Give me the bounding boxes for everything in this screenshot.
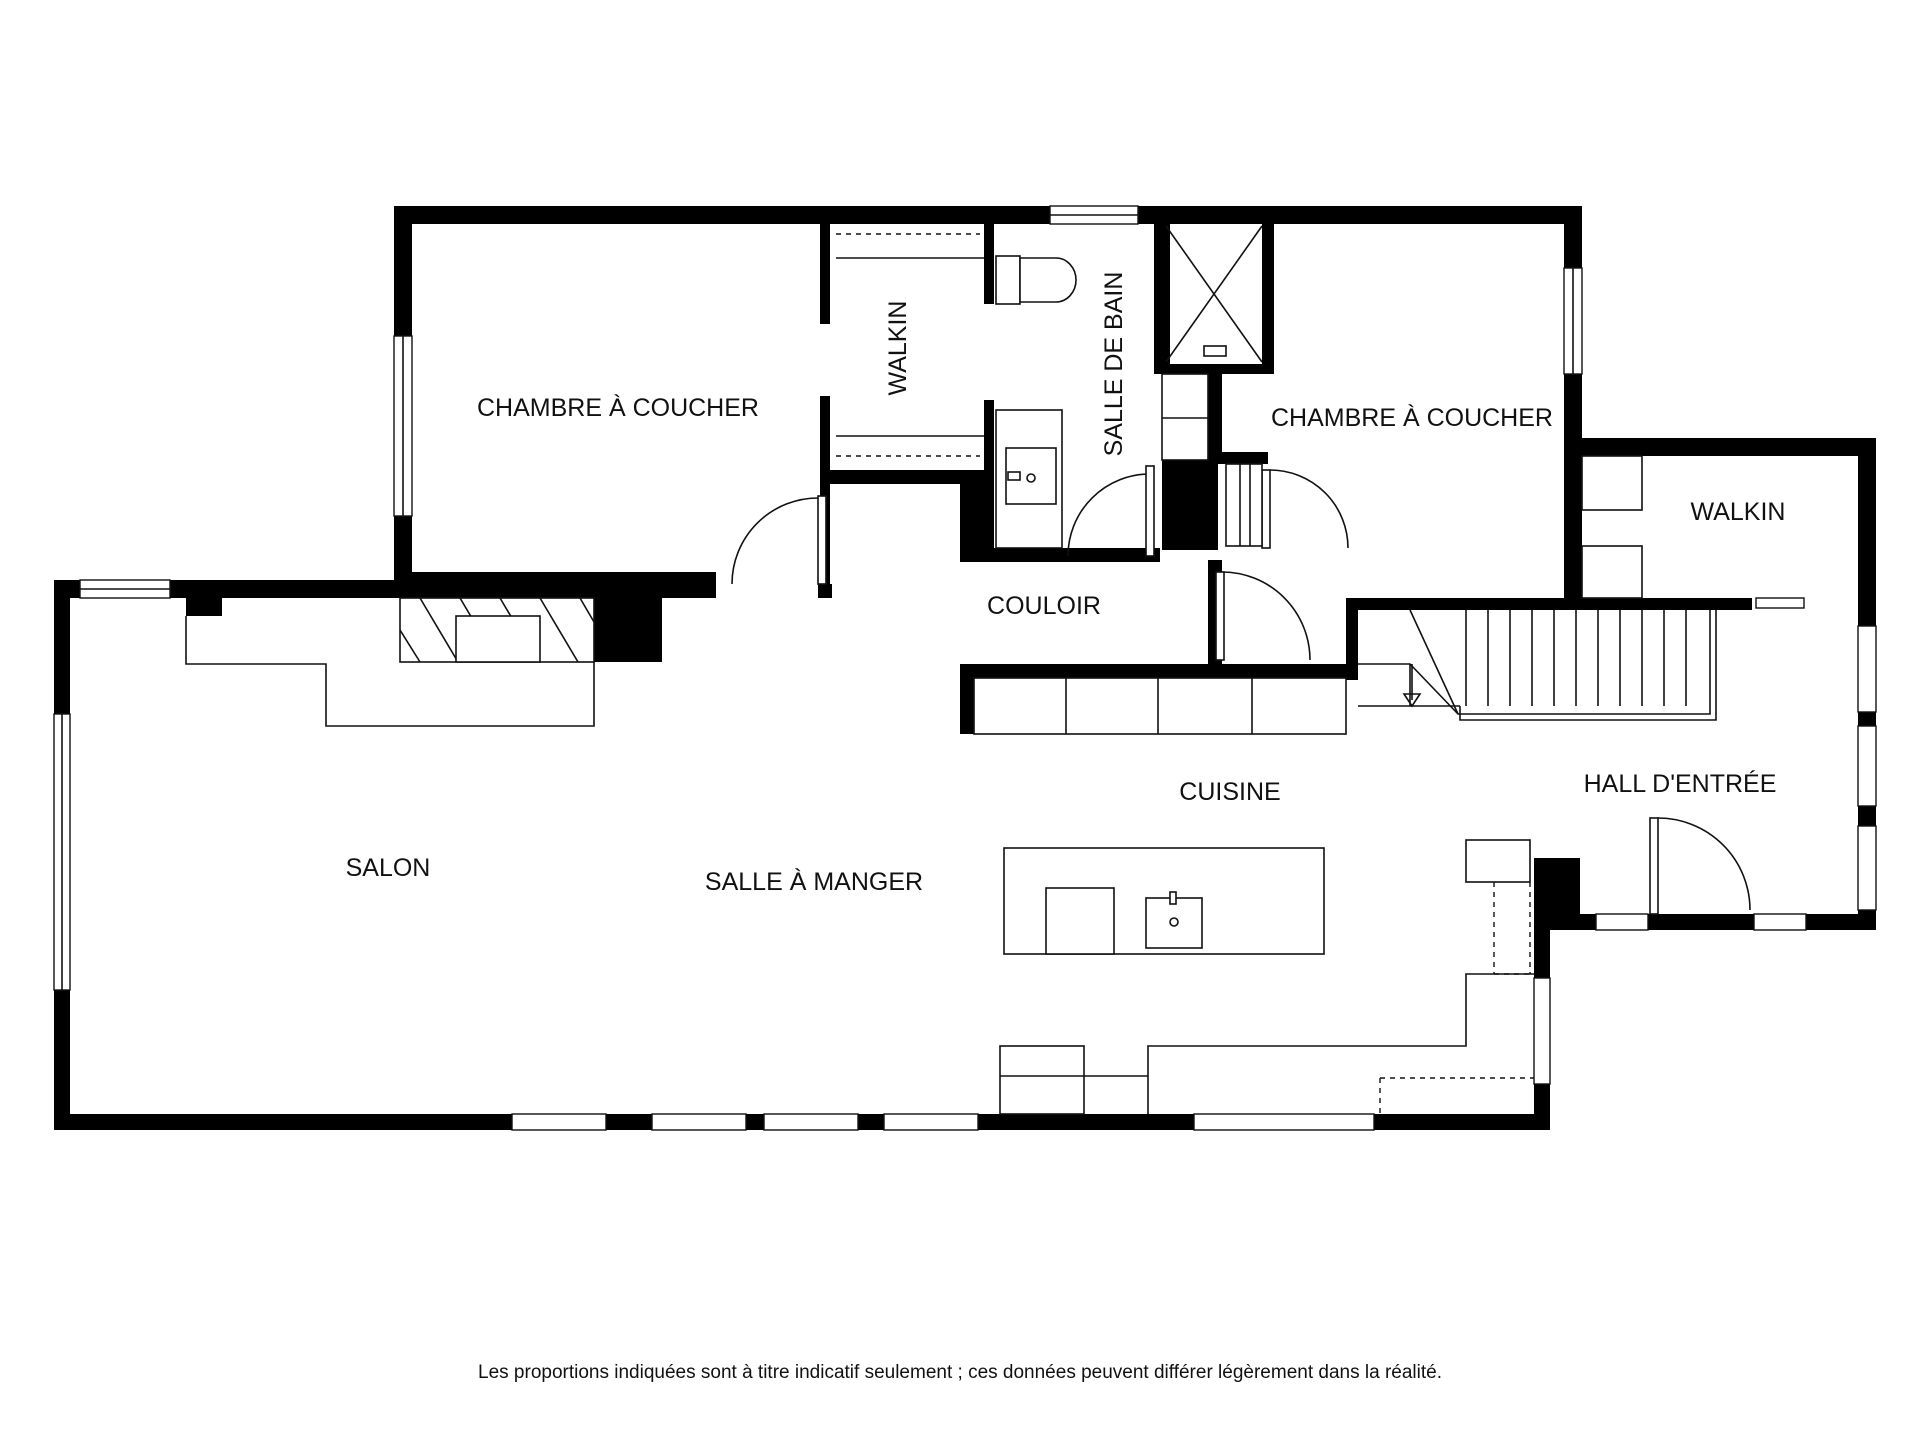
label-bedroom-left: CHAMBRE À COUCHER [477, 393, 759, 422]
windows [53, 205, 1877, 1131]
walls [54, 206, 1876, 1130]
label-walkin-left: WALKIN [884, 301, 912, 396]
room-labels: CHAMBRE À COUCHER WALKIN SALLE DE BAIN C… [346, 272, 1786, 896]
label-walkin-right: WALKIN [1691, 498, 1786, 526]
fixtures [185, 225, 1717, 1115]
label-dining: SALLE À MANGER [705, 867, 923, 896]
label-hallway: COULOIR [987, 592, 1101, 620]
label-kitchen: CUISINE [1179, 778, 1280, 806]
stair-treads [1465, 610, 1687, 706]
label-entrance: HALL D'ENTRÉE [1584, 769, 1777, 798]
label-living: SALON [346, 854, 431, 882]
disclaimer: Les proportions indiquées sont à titre i… [478, 1362, 1442, 1383]
label-bedroom-right: CHAMBRE À COUCHER [1271, 403, 1553, 432]
doors [731, 465, 1751, 915]
label-bathroom: SALLE DE BAIN [1100, 272, 1128, 457]
